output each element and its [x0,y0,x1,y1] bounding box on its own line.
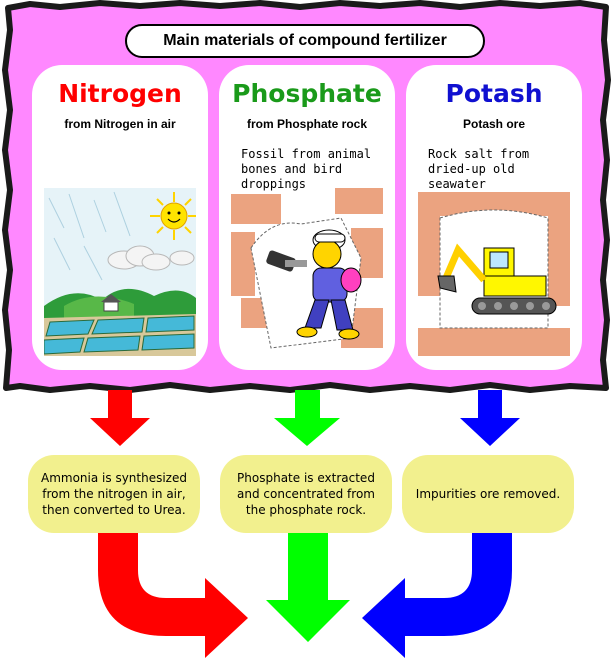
potash-heading: Potash [445,79,543,108]
diagram-title: Main materials of compound fertilizer [125,24,485,58]
potash-card: Potash Potash ore Rock salt from dried-u… [406,65,582,370]
rice-paddies [44,315,195,355]
potash-arrow [362,390,520,658]
potash-process-note: Impurities ore removed. [402,455,574,533]
potash-source: Potash ore [462,117,525,131]
nitrogen-card: Nitrogen from Nitrogen in air [32,65,208,370]
phosphate-heading: Phosphate [232,79,382,108]
potash-description: Rock salt from dried-up old seawater [428,147,530,191]
phosphate-arrow [266,390,350,642]
cloud-icon [107,245,195,271]
phosphate-description: Fossil from animal bones and bird droppi… [241,147,372,191]
miner-icon [266,229,362,340]
farmhouse-icon [101,294,121,312]
miner-illustration [231,188,383,349]
nitrogen-arrow [90,390,248,658]
nitrogen-process-note: Ammonia is synthesized from the nitrogen… [28,455,200,533]
excavator-icon [437,243,557,315]
nitrogen-heading: Nitrogen [58,79,182,108]
phosphate-source: from Phosphate rock [246,117,368,131]
phosphate-process-note: Phosphate is extracted and concentrated … [220,455,392,533]
excavator-illustration [418,192,570,356]
sun-icon [150,192,196,240]
phosphate-card: Phosphate from Phosphate rock Fossil fro… [219,65,395,370]
countryside-illustration [44,188,196,356]
nitrogen-source: from Nitrogen in air [64,117,176,131]
